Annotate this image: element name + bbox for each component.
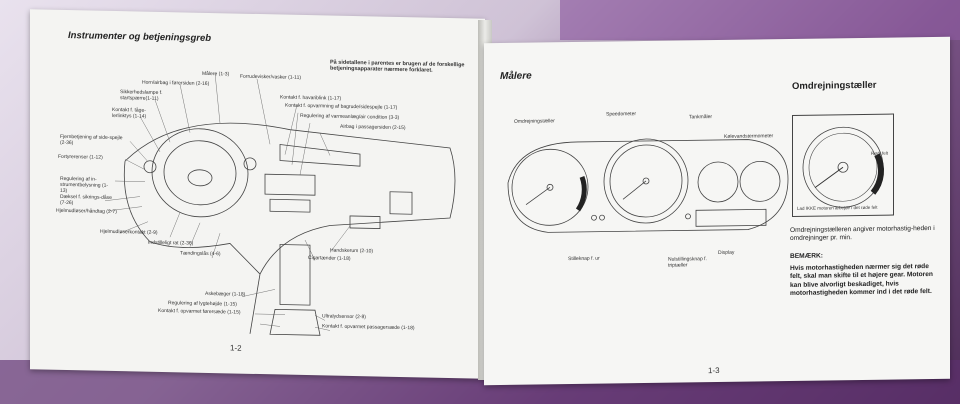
- label-ultralydsensor: Ultralydsensor (2-8): [322, 313, 366, 321]
- label-raedt-felt: Rødt felt: [871, 150, 889, 156]
- label-tankmaaler: Tankmåler: [689, 114, 713, 121]
- tachometer-detail-box: Rødt felt Lad IKKE motoren arbejde i det…: [792, 113, 894, 217]
- tachometer-caption: Lad IKKE motoren arbejde i det røde felt: [797, 204, 878, 211]
- label-omdrejningstaeller: Omdrejningstæller: [514, 118, 555, 125]
- label-hjelmudloserkontakt: Hjelmudløserkontakt (2-9): [100, 228, 158, 236]
- paragraph-omdrejningstaeller: Omdrejningstælleren angiver motorhastig-…: [790, 224, 935, 243]
- label-havariblink: Kontakt f. havariblink (1-17): [280, 94, 342, 102]
- left-page-number: 1-2: [230, 343, 242, 353]
- dashboard-drawing: [104, 73, 456, 336]
- label-daeksel: Dæksel f. sikrings-dåse (7-26): [60, 193, 112, 207]
- tablecloth-pattern: [560, 0, 960, 40]
- warning-text: Hvis motorhastigheden nærmer sig det rød…: [790, 263, 933, 298]
- label-askebaeger: Askebæger (1-18): [205, 290, 246, 298]
- label-hjelmudloser: Hjelmudløser/håndtag (2-7): [56, 207, 117, 216]
- section-title: Omdrejningstæller: [792, 79, 877, 92]
- right-page: Målere Omdrejningstæller Speedometer Tan…: [484, 36, 950, 386]
- gauge-cluster-drawing: [507, 138, 789, 233]
- right-page-number: 1-3: [708, 365, 720, 376]
- label-forrudevisker: Forrudevisker/vasker (1-11): [240, 73, 302, 81]
- warning-title: BEMÆRK:: [790, 252, 823, 260]
- label-maalere: Målere (1-3): [202, 70, 230, 78]
- label-nulstilling: Nulstillingsknap f. triptæller: [668, 256, 707, 269]
- left-page: Instrumenter og betjeningsgreb På sideta…: [30, 9, 485, 379]
- label-taendingslaas: Tændingslås (4-6): [180, 250, 221, 258]
- label-display: Display: [718, 249, 735, 256]
- label-sikkerhed: Sikkerhedslampe f. startspærre(1-11): [120, 89, 163, 102]
- label-fjernbetjening: Fjernbetjening af side-spejle (2-36): [60, 133, 123, 147]
- label-handskerum: Handskerum (2-10): [330, 247, 374, 255]
- label-stilleknap: Stilleknap f. ur: [568, 255, 600, 263]
- label-kontakt-tage: Kontakt f. tåge-lerlinktys (1-14): [112, 106, 147, 120]
- right-page-title: Målere: [500, 70, 532, 83]
- label-fortyrerenser: Fortyrerenser (1-12): [58, 153, 103, 161]
- label-kolevandstermometer: Kølevandstermometer: [724, 133, 774, 140]
- tachometer-detail-drawing: [802, 126, 885, 208]
- label-indstilleligt-rat: Indstilleligt rat (2-36): [148, 239, 194, 247]
- label-regulering-instrument: Regulering af in-strumentbelysning (1-13…: [60, 175, 109, 195]
- label-speedometer: Speedometer: [606, 111, 637, 118]
- label-cigartaender: Cigartænder (1-18): [308, 255, 351, 262]
